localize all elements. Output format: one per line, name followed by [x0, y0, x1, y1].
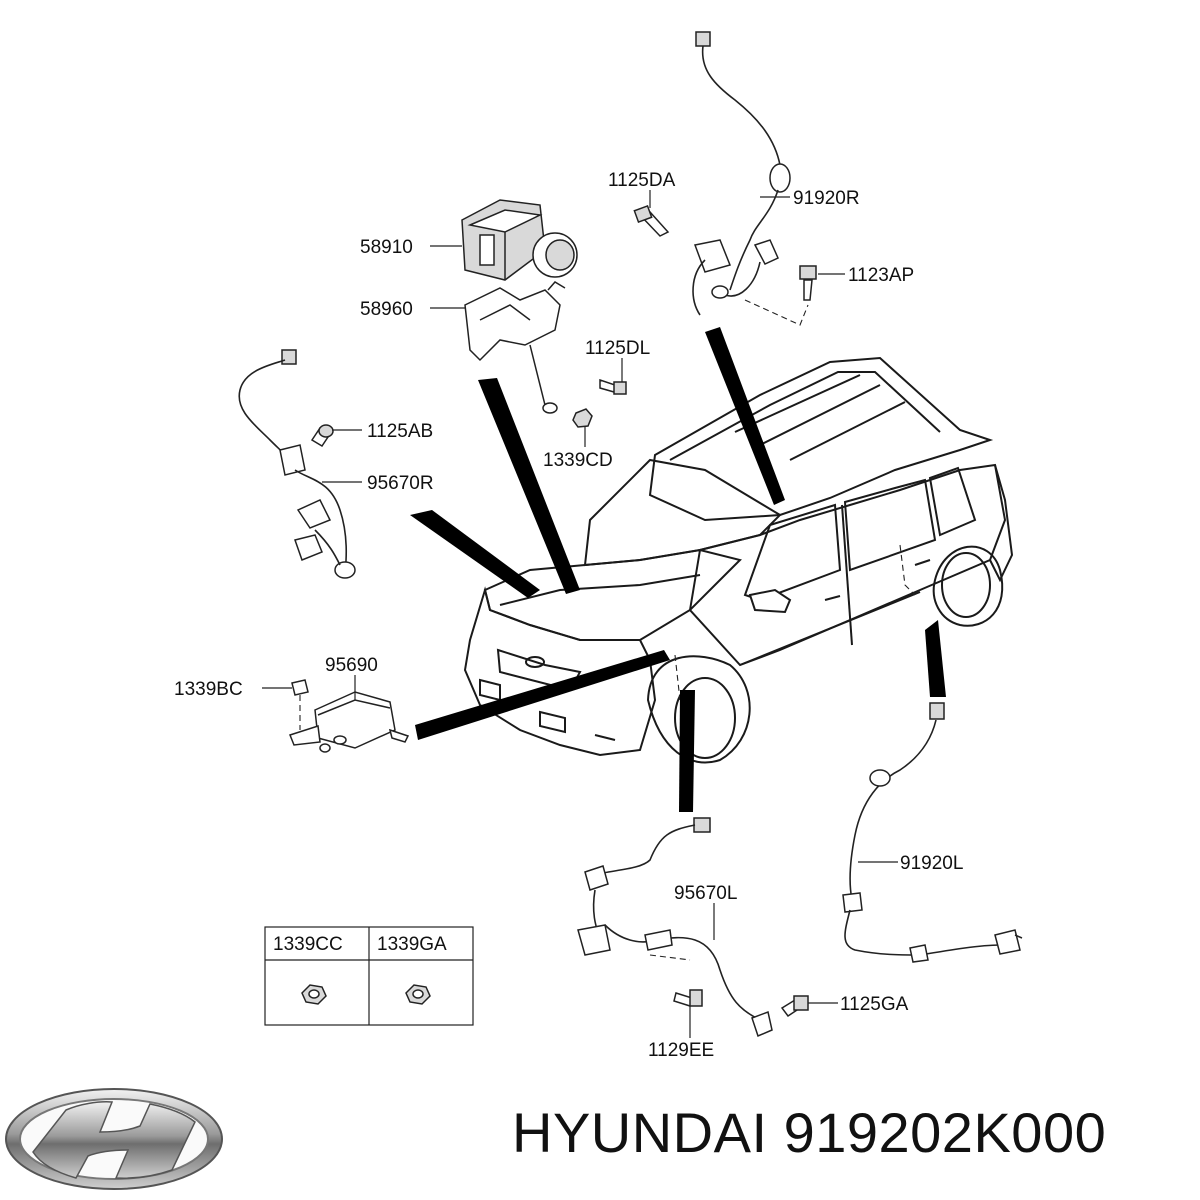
label-1125DL: 1125DL — [585, 338, 650, 359]
wheel-sensor-95670R — [238, 349, 356, 579]
bolt-1125DA — [633, 205, 670, 237]
wheel-sensor-95670L — [577, 817, 773, 1038]
nut-1339GA-icon — [405, 984, 431, 1005]
label-1125GA: 1125GA — [840, 994, 909, 1015]
label-58960: 58960 — [360, 299, 413, 320]
wheel-sensor-91920L — [842, 702, 1023, 963]
leader-lines — [262, 190, 898, 1038]
bolt-1125AB — [310, 424, 334, 448]
legend-table: 1339CC 1339GA — [264, 926, 474, 1026]
bolt-1129EE — [673, 989, 703, 1007]
abs-modulator-58910 — [461, 199, 578, 281]
label-1123AP: 1123AP — [848, 265, 914, 286]
legend-header-1339CC: 1339CC — [273, 934, 343, 955]
wheel-sensor-91920R — [692, 31, 809, 326]
module-95690 — [289, 679, 410, 753]
bolt-1123AP — [799, 265, 817, 301]
nut-1339CC-icon — [301, 984, 327, 1005]
label-1339BC: 1339BC — [174, 679, 243, 700]
pointer-arrows — [410, 327, 946, 812]
car-illustration — [463, 356, 1014, 764]
hyundai-logo-icon — [5, 1088, 223, 1190]
brand-part-number: HYUNDAI 919202K000 — [512, 1101, 1107, 1164]
label-1125DA: 1125DA — [608, 170, 676, 191]
bracket-58960 — [464, 281, 566, 414]
legend-header-1339GA: 1339GA — [377, 934, 447, 955]
label-91920R: 91920R — [793, 188, 860, 209]
bolt-1125DL — [599, 378, 627, 395]
label-1125AB: 1125AB — [367, 421, 433, 442]
part-labels: 58910 58960 1125DA 91920R 1123AP 1125DL … — [174, 170, 963, 1061]
nut-1339CD — [572, 408, 593, 428]
label-1129EE: 1129EE — [648, 1040, 714, 1061]
label-91920L: 91920L — [900, 853, 963, 874]
label-95670R: 95670R — [367, 473, 434, 494]
bolt-1125GA — [780, 995, 809, 1018]
label-58910: 58910 — [360, 237, 413, 258]
label-95690: 95690 — [325, 655, 378, 676]
label-95670L: 95670L — [674, 883, 737, 904]
label-1339CD: 1339CD — [543, 450, 613, 471]
